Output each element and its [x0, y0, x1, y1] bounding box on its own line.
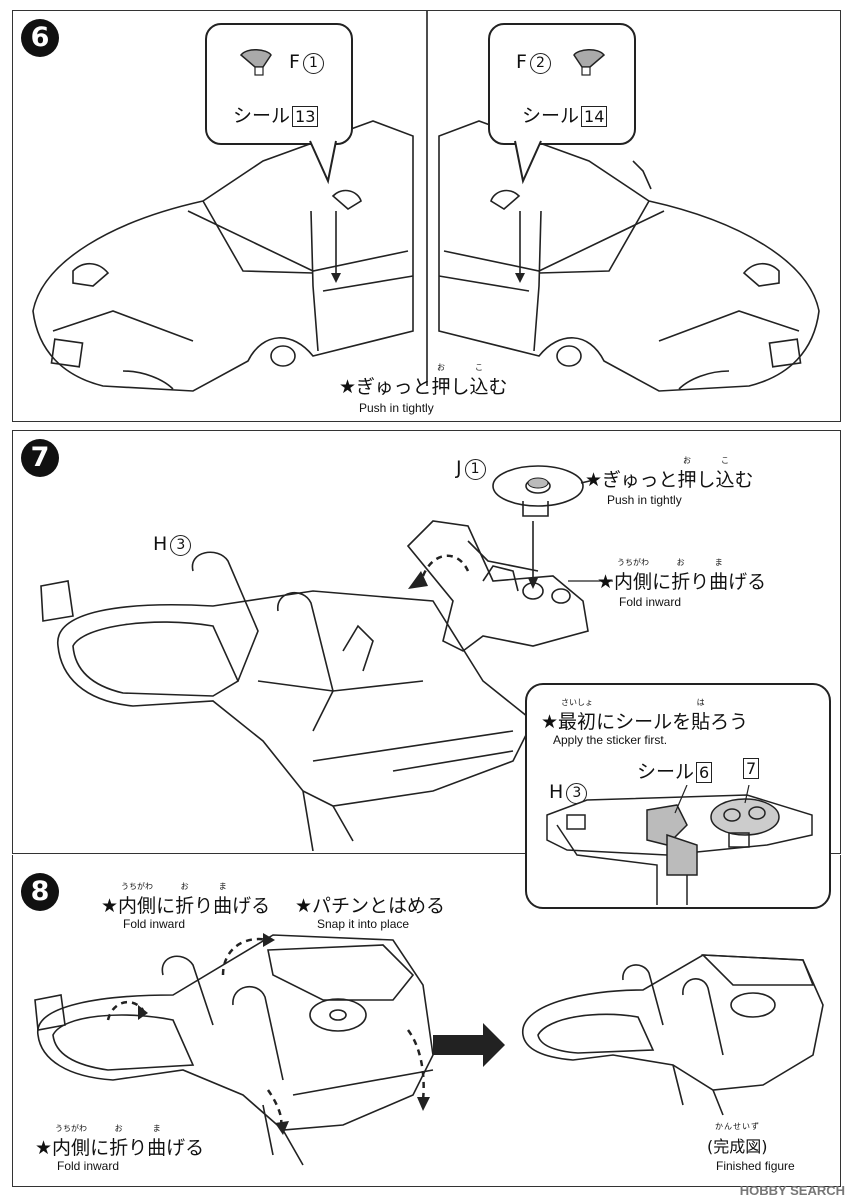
step-7-fold-instruction: ★うちがわ内側にお折りま曲げる	[597, 558, 767, 593]
finished-figure-jp: (完成図)	[707, 1137, 768, 1156]
sticker-inset-box: ★さいしょ最初にシールをは貼ろう Apply the sticker first…	[525, 683, 831, 909]
inset-seal-label-7: 7	[741, 757, 760, 779]
step-8-fold-instruction-top: ★うちがわ内側にお折りま曲げる	[101, 882, 271, 917]
step-6-number: 6	[21, 19, 59, 57]
step-6-push-instruction: ★ぎゅっとお押しこ込む	[339, 363, 508, 398]
right-mirror-part-icon	[573, 49, 606, 76]
step-8-illustration	[34, 933, 824, 1166]
left-bubble-tail	[309, 139, 337, 185]
right-bubble-tail	[514, 139, 542, 185]
step-7-push-instruction: ★ぎゅっとお押しこ込む	[585, 456, 754, 491]
step-8-fold-instruction-bottom: ★うちがわ内側にお折りま曲げる	[35, 1124, 205, 1159]
sticker-first-instruction: ★さいしょ最初にシールをは貼ろう	[541, 698, 749, 733]
step-8-section: 8	[12, 855, 841, 1187]
step-7-push-english: Push in tightly	[607, 493, 682, 507]
watermark-logo: HOBBY SEARCH	[739, 1183, 845, 1198]
finished-figure-ruby: かんせいず	[715, 1122, 760, 1131]
step-7-section: 7	[12, 430, 841, 909]
step-7-illustration	[40, 465, 613, 851]
sticker-first-english: Apply the sticker first.	[553, 733, 668, 747]
step-6-push-english: Push in tightly	[359, 401, 434, 415]
left-mirror-part-icon	[239, 49, 272, 76]
step-6-illustration	[32, 11, 820, 392]
step-8-number: 8	[21, 873, 59, 911]
step-7-fold-english: Fold inward	[619, 595, 682, 609]
dashboard-sticker-illustration	[546, 785, 813, 905]
step-8-snap-english: Snap it into place	[317, 917, 410, 931]
finished-figure-english: Finished figure	[716, 1159, 795, 1173]
step-6-section: 6	[12, 10, 841, 422]
step-8-fold-english-bottom: Fold inward	[57, 1159, 120, 1173]
step-7-number: 7	[21, 439, 59, 477]
step-8-fold-english-top: Fold inward	[123, 917, 186, 931]
step-8-snap-instruction: ★パチンとはめる	[295, 895, 446, 917]
